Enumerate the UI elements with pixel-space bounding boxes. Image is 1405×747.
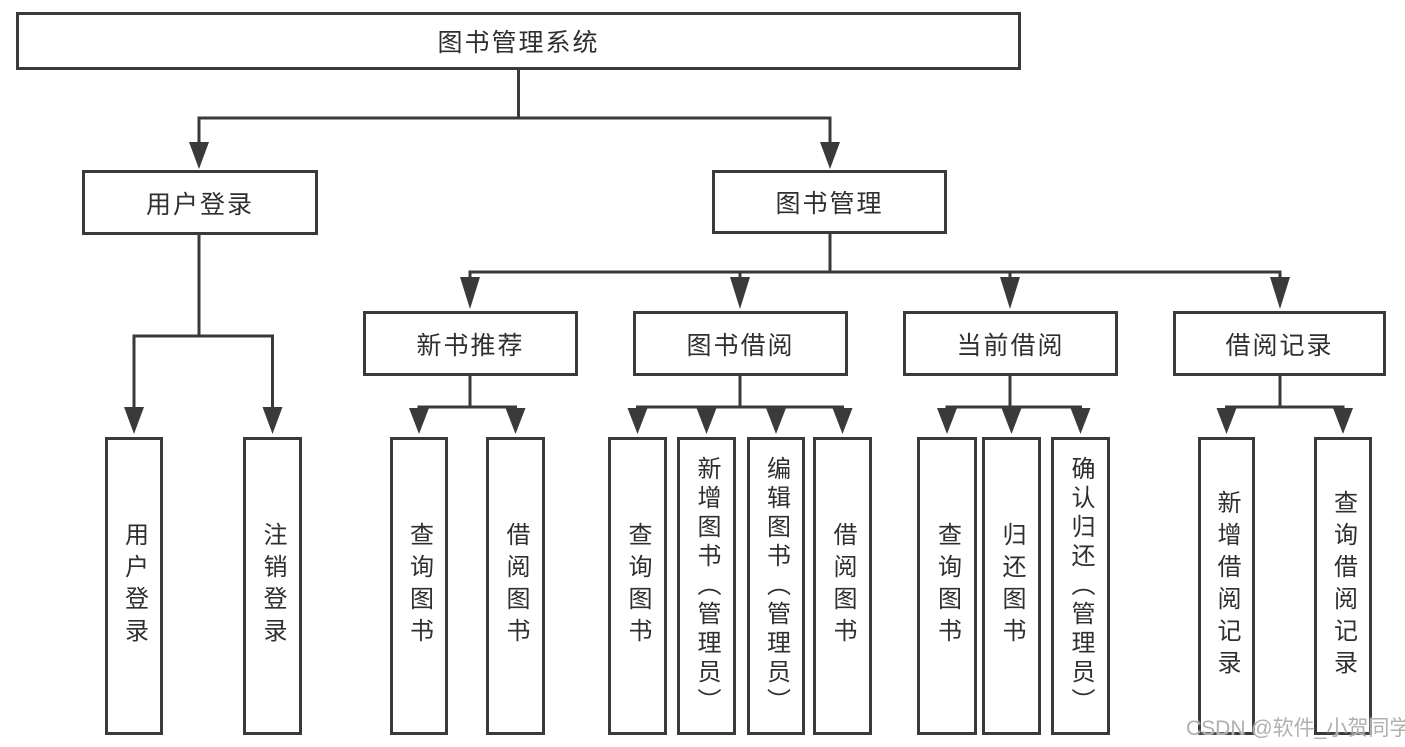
leaf-current-confirm-return-admin-label: 确认归还（管理员）: [1067, 455, 1094, 717]
node-book-borrow: 图书借阅: [633, 311, 848, 376]
leaf-newbooks-query-books: 查询图书: [390, 437, 448, 735]
node-current-borrow: 当前借阅: [903, 311, 1118, 376]
leaf-current-return-books-label: 归还图书: [998, 522, 1025, 650]
leaf-newbooks-borrow-books: 借阅图书: [486, 437, 545, 735]
leaf-user-login-label: 用户登录: [120, 522, 148, 650]
leaf-newbooks-borrow-books-label: 借阅图书: [502, 522, 529, 650]
leaf-borrow-add-books-admin: 新增图书（管理员）: [677, 437, 736, 735]
leaf-borrow-query-books-label: 查询图书: [624, 522, 651, 650]
leaf-records-query-record-label: 查询借阅记录: [1329, 490, 1357, 682]
node-user-login-label: 用户登录: [145, 190, 254, 219]
leaf-records-add-record: 新增借阅记录: [1198, 437, 1255, 735]
leaf-current-query-books: 查询图书: [917, 437, 977, 735]
node-root-label: 图书管理系统: [437, 29, 600, 57]
leaf-current-return-books: 归还图书: [982, 437, 1041, 735]
leaf-borrow-edit-books-admin: 编辑图书（管理员）: [747, 437, 805, 735]
node-book-management-label: 图书管理: [775, 190, 884, 218]
leaf-records-add-record-label: 新增借阅记录: [1213, 490, 1240, 682]
leaf-user-login: 用户登录: [105, 437, 163, 735]
node-user-login: 用户登录: [82, 170, 318, 235]
leaf-records-query-record: 查询借阅记录: [1314, 437, 1372, 735]
node-book-management: 图书管理: [712, 170, 947, 234]
node-borrow-records-label: 借阅记录: [1225, 331, 1334, 360]
leaf-borrow-edit-books-admin-label: 编辑图书（管理员）: [762, 455, 790, 717]
node-book-borrow-label: 图书借阅: [686, 331, 795, 360]
leaf-logout-label: 注销登录: [259, 522, 286, 650]
node-current-borrow-label: 当前借阅: [956, 331, 1065, 360]
leaf-borrow-add-books-admin-label: 新增图书（管理员）: [693, 455, 720, 717]
node-new-book-recommend: 新书推荐: [363, 311, 578, 376]
leaf-borrow-borrow-books: 借阅图书: [813, 437, 872, 735]
node-borrow-records: 借阅记录: [1173, 311, 1386, 376]
leaf-borrow-borrow-books-label: 借阅图书: [829, 522, 856, 650]
node-root: 图书管理系统: [16, 12, 1021, 70]
watermark-text: CSDN @软件_小贺同学: [1186, 717, 1405, 740]
leaf-newbooks-query-books-label: 查询图书: [405, 522, 433, 650]
node-new-book-recommend-label: 新书推荐: [416, 331, 525, 360]
leaf-current-confirm-return-admin: 确认归还（管理员）: [1051, 437, 1110, 735]
leaf-borrow-query-books: 查询图书: [608, 437, 667, 735]
leaf-logout: 注销登录: [243, 437, 302, 735]
leaf-current-query-books-label: 查询图书: [933, 522, 961, 650]
